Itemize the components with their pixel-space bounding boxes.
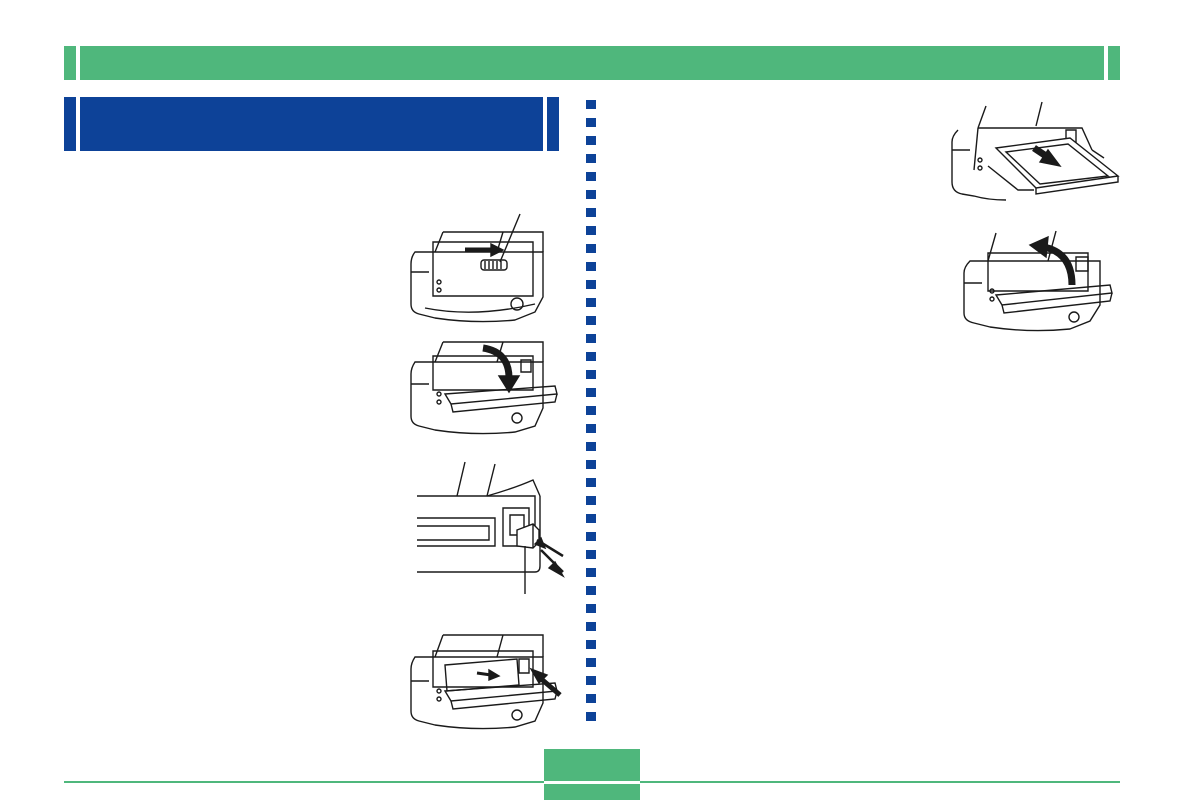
illustration-remove-card	[948, 100, 1123, 210]
header-notch-left	[76, 46, 80, 80]
section-notch-left	[76, 97, 80, 151]
header-notch-right	[1104, 46, 1108, 80]
arrow-eject-icon	[549, 562, 563, 576]
section-notch-right	[543, 97, 547, 151]
arrow-out-icon	[1040, 150, 1060, 166]
illustration-insert-card	[405, 625, 565, 735]
arrow-press-icon	[531, 669, 547, 683]
illustration-eject-button-detail	[415, 460, 565, 595]
arrow-right-icon	[491, 244, 503, 256]
arrow-in-icon	[489, 670, 499, 680]
arrow-down-curved-icon	[499, 376, 519, 392]
page-header-band	[64, 46, 1120, 80]
page-tab-gap	[544, 781, 640, 784]
arrow-push-icon	[535, 538, 545, 548]
illustration-open-slot-cover	[405, 212, 555, 327]
illustration-cover-swing-down	[405, 330, 560, 440]
page-number-tab	[544, 749, 640, 800]
section-title-box	[64, 97, 559, 151]
arrow-up-curved-icon	[1030, 237, 1048, 257]
illustration-close-slot-cover	[960, 225, 1125, 335]
column-divider	[586, 100, 596, 724]
